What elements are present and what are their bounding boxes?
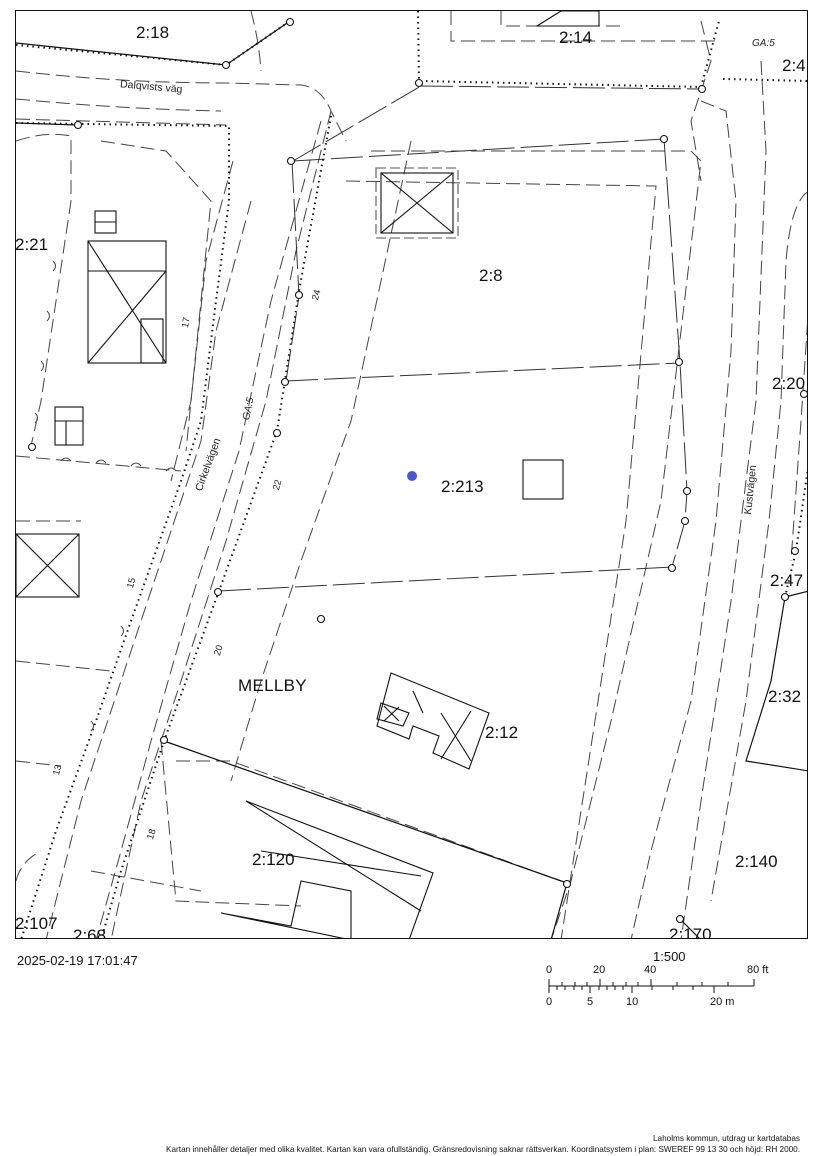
house-number-17: 17: [180, 316, 193, 329]
parcel-label-2-8: 2:8: [479, 266, 503, 285]
parcel-label-2-213: 2:213: [441, 477, 484, 496]
parcel-label-2-12: 2:12: [485, 723, 519, 742]
parcel-label-2-32: 2:32: [768, 687, 802, 706]
parcel-label-2-21: 2:21: [15, 235, 49, 254]
map-canvas[interactable]: 2:18 2:14 2:4 2:21 2:8 2:20 2:213 2:47 2…: [15, 10, 808, 939]
scale-ft-tick-80: 80 ft: [747, 964, 769, 976]
parcel-label-2-120: 2:120: [252, 850, 295, 869]
district-boundary: [16, 11, 807, 938]
district-label: MELLBY: [238, 676, 307, 695]
survey-points: [27, 17, 807, 924]
scale-m-tick-10: 10: [626, 996, 639, 1008]
scale-ft-tick-0: 0: [546, 964, 553, 976]
street-lines: [16, 11, 807, 938]
boundary-notches: [34, 260, 177, 732]
ga-label-top: GA:5: [752, 38, 775, 49]
parcel-label-2-18: 2:18: [136, 23, 170, 42]
scale-m-tick-5: 5: [587, 996, 594, 1008]
location-marker[interactable]: [407, 471, 417, 481]
parcel-label-2-107: 2:107: [15, 914, 58, 933]
house-number-22: 22: [271, 478, 285, 492]
parcel-label-2-4: 2:4: [782, 56, 806, 75]
footer-source: Laholms kommun, utdrag ur kartdatabas: [653, 1134, 800, 1143]
scale-m-tick-20: 20 m: [710, 996, 735, 1008]
house-number-13: 13: [51, 763, 65, 777]
scale-m-tick-0: 0: [546, 996, 553, 1008]
house-number-15: 15: [125, 576, 139, 590]
parcel-label-2-20: 2:20: [772, 374, 806, 393]
parcel-label-2-14: 2:14: [559, 28, 593, 47]
parcel-label-2-170: 2:170: [669, 925, 712, 939]
scale-ratio: 1:500: [653, 949, 686, 964]
scale-bar: [548, 979, 755, 993]
scale-ft-tick-40: 40: [644, 964, 657, 976]
parcel-label-2-47: 2:47: [770, 571, 804, 590]
timestamp: 2025-02-19 17:01:47: [17, 953, 138, 968]
house-number-24: 24: [310, 288, 324, 302]
parcel-label-2-68: 2:68: [73, 926, 107, 939]
buildings: [16, 11, 600, 938]
parcel-label-2-140: 2:140: [735, 852, 778, 871]
scale-ft-tick-20: 20: [593, 964, 606, 976]
footer-disclaimer: Kartan innehåller detaljer med olika kva…: [166, 1145, 800, 1154]
map-drawing: [16, 11, 807, 938]
